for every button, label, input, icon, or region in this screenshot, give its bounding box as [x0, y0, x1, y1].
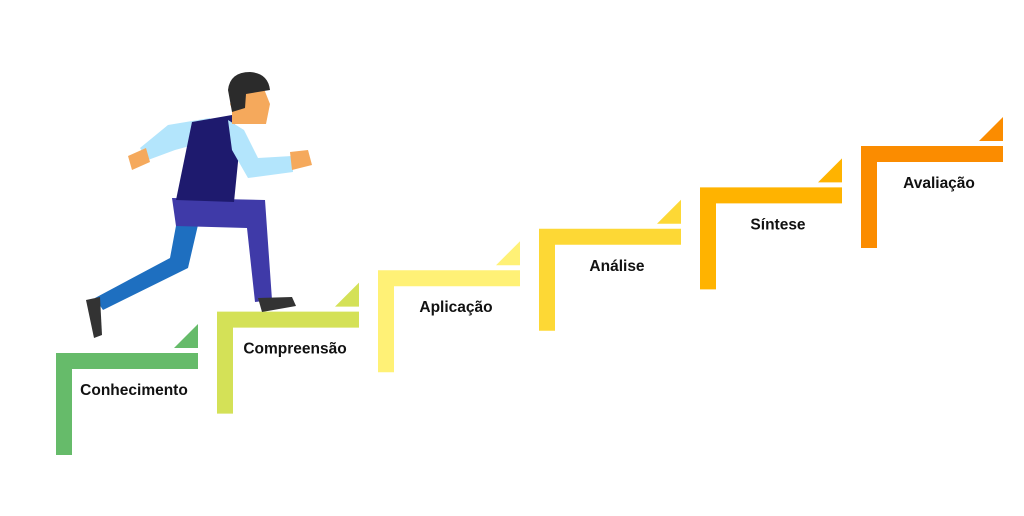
- stair-step-arrow-tip: [818, 158, 842, 183]
- runner-vest: [176, 115, 240, 202]
- stair-step-bracket: [378, 270, 520, 373]
- running-man-illustration: [86, 72, 312, 338]
- runner-front-leg: [172, 198, 272, 302]
- stair-step-4: Análise: [539, 199, 681, 331]
- stair-step-label: Compreensão: [243, 341, 346, 358]
- stair-step-bracket: [56, 353, 198, 455]
- stairs-group: Conhecimento Compreensão Aplicação Análise S…: [56, 117, 1003, 455]
- stair-step-arrow-tip: [496, 241, 520, 266]
- stair-step-1: Conhecimento: [56, 324, 198, 455]
- stair-step-bracket: [217, 311, 359, 414]
- stair-step-bracket: [700, 187, 842, 290]
- stair-step-6: Avaliação: [861, 117, 1003, 248]
- stair-step-2: Compreensão: [217, 282, 359, 414]
- stair-step-label: Aplicação: [419, 299, 492, 316]
- stair-step-label: Conhecimento: [80, 382, 188, 399]
- runner-back-shoe: [86, 297, 102, 338]
- runner-front-arm: [228, 120, 293, 178]
- stair-step-label: Análise: [589, 258, 645, 275]
- stair-step-label: Síntese: [750, 216, 806, 233]
- stair-step-label: Avaliação: [903, 175, 975, 192]
- stair-step-arrow-tip: [174, 324, 198, 348]
- stair-step-3: Aplicação: [378, 241, 520, 373]
- runner-back-hand: [128, 148, 150, 170]
- stair-step-bracket: [539, 228, 681, 331]
- stair-step-5: Síntese: [700, 158, 842, 290]
- stair-step-bracket: [861, 146, 1003, 248]
- stair-step-arrow-tip: [979, 117, 1003, 141]
- runner-front-hand: [290, 150, 312, 170]
- runner-front-shoe: [258, 297, 296, 312]
- stair-step-arrow-tip: [335, 282, 359, 307]
- stair-step-arrow-tip: [657, 199, 681, 224]
- runner-back-leg: [95, 215, 198, 310]
- runner-hair: [228, 72, 270, 112]
